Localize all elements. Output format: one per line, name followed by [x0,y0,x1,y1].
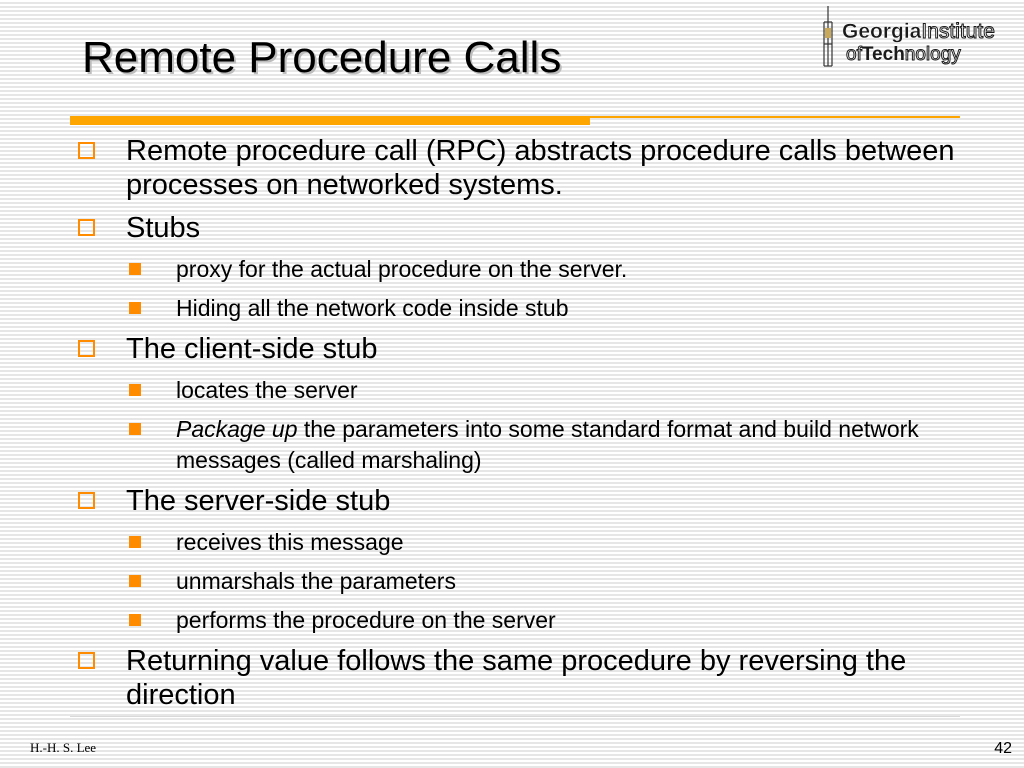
sub-bullet-text: proxy for the actual procedure on the se… [176,256,628,282]
bullet-text: Returning value follows the same procedu… [126,645,907,711]
bullet-item: The client-side stub [76,332,976,366]
bullet-text: Stubs [126,212,201,244]
svg-text:ofTechnology: ofTechnology [846,44,961,65]
bullet-item: The server-side stub [76,484,976,518]
sub-bullet-item: Package up the parameters into some stan… [76,414,976,476]
hollow-square-bullet-icon [78,340,95,357]
sub-bullet-item: Hiding all the network code inside stub [76,293,976,324]
logo-of: of [846,44,863,65]
sub-bullet-text: performs the procedure on the server [176,607,556,633]
bullet-item: Stubs [76,211,976,245]
slide-title: Remote Procedure Calls [82,33,562,82]
sub-bullet-text: Hiding all the network code inside stub [176,295,569,321]
bullet-text: The client-side stub [126,333,378,365]
filled-square-bullet-icon [129,575,141,587]
title-accent-bar [70,116,590,125]
sub-bullet-text: receives this message [176,529,404,555]
sub-bullet-item: receives this message [76,527,976,558]
svg-text:GeorgiaInstitute: GeorgiaInstitute [842,20,995,43]
hollow-square-bullet-icon [78,142,95,159]
page-number: 42 [994,740,1012,757]
filled-square-bullet-icon [129,614,141,626]
bullet-text: The server-side stub [126,485,391,517]
filled-square-bullet-icon [129,384,141,396]
logo-nology: nology [905,44,961,65]
sub-bullet-text: the parameters into some standard format… [176,416,919,473]
sub-bullet-item: locates the server [76,375,976,406]
hollow-square-bullet-icon [78,652,95,669]
bullet-text: Remote procedure call (RPC) abstracts pr… [126,135,955,201]
sub-bullet-text: unmarshals the parameters [176,568,456,594]
filled-square-bullet-icon [129,536,141,548]
tower-icon [823,6,833,67]
footer-divider [70,716,960,717]
hollow-square-bullet-icon [78,219,95,236]
sub-bullet-text: locates the server [176,377,358,403]
bullet-item: Returning value follows the same procedu… [76,644,976,712]
hollow-square-bullet-icon [78,492,95,509]
logo-institute: Institute [921,20,995,43]
slide-body: Remote procedure call (RPC) abstracts pr… [76,134,976,721]
logo-georgia: Georgia [842,20,922,43]
footer-author: H.-H. S. Lee [30,740,97,755]
bullet-item: Remote procedure call (RPC) abstracts pr… [76,134,976,202]
sub-bullet-item: performs the procedure on the server [76,605,976,636]
filled-square-bullet-icon [129,302,141,314]
filled-square-bullet-icon [129,263,141,275]
sub-bullet-emphasis: Package up [176,416,298,442]
georgia-tech-logo: GeorgiaInstitute ofTechnology [823,6,995,67]
logo-tech: Tech [862,44,905,65]
sub-bullet-item: unmarshals the parameters [76,566,976,597]
sub-bullet-item: proxy for the actual procedure on the se… [76,254,976,285]
filled-square-bullet-icon [129,423,141,435]
